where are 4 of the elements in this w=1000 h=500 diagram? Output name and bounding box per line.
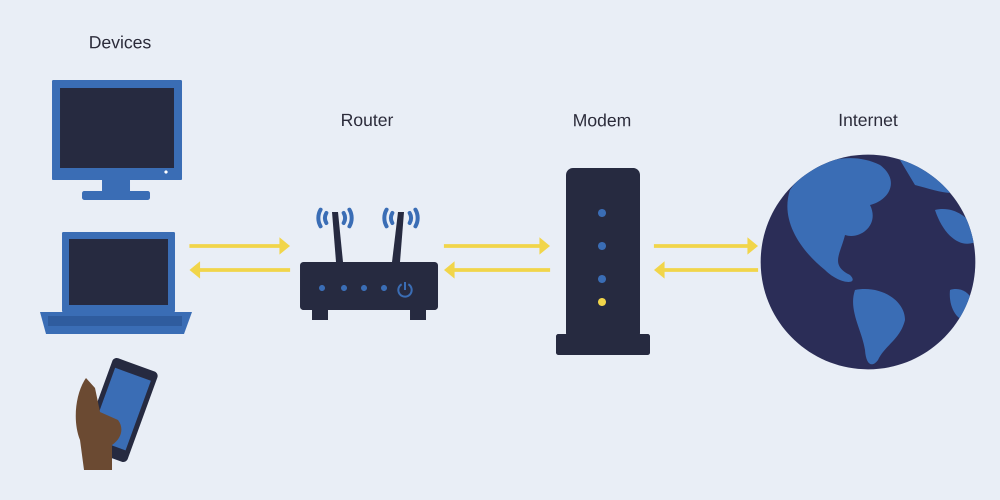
heading: Modem [574, 114, 630, 126]
heading: Internet [840, 114, 898, 126]
heading: Devices [90, 36, 151, 48]
heading: Router [342, 114, 394, 126]
